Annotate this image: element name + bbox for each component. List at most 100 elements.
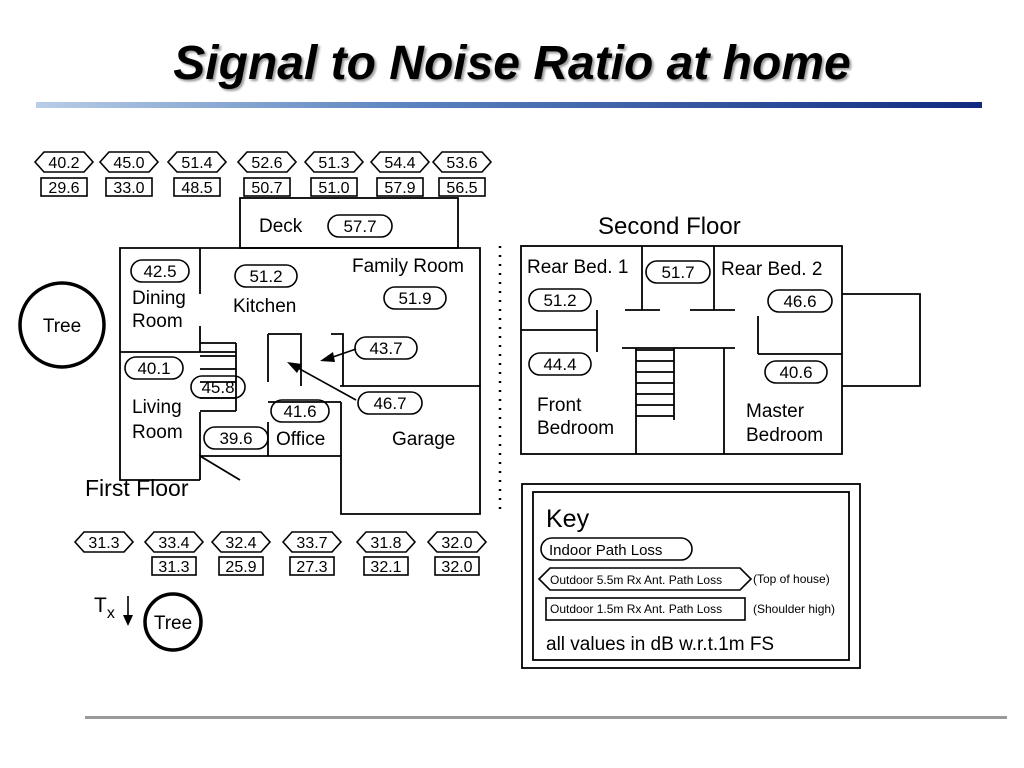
outdoor-shoulder-top-4-shape	[310, 177, 358, 197]
indoor-rear-bed-2: 46.6	[783, 292, 816, 311]
outdoor-shoulder-bottom-4-shape	[363, 556, 409, 576]
indoor-deck: 57.7	[343, 217, 376, 236]
outdoor-roof-bottom-4-shape	[355, 531, 417, 553]
key-title: Key	[546, 505, 590, 533]
outdoor-roof-top-1: 45.0	[113, 155, 144, 172]
indoor-upstairs-hall-shape	[645, 260, 711, 284]
indoor-family-shape	[383, 286, 447, 310]
slide-title: Signal to Noise Ratio at home	[173, 37, 851, 90]
room-master-line2: Bedroom	[746, 425, 823, 446]
outdoor-shoulder-top-2: 48.5	[181, 180, 212, 197]
outdoor-shoulder-top-0-shape	[40, 177, 88, 197]
outdoor-shoulder-top-6: 56.5	[446, 180, 477, 197]
outdoor-roof-top-6-shape	[431, 151, 493, 173]
indoor-deck-shape	[327, 214, 393, 238]
outdoor-roof-top-3: 52.6	[251, 155, 282, 172]
outdoor-shoulder-bottom-4: 32.1	[370, 559, 401, 576]
room-rear-bed-2: Rear Bed. 2	[721, 259, 822, 280]
outdoor-roof-top-5-shape	[369, 151, 431, 173]
outdoor-roof-top-4-shape	[303, 151, 365, 173]
room-living-line1: Living	[132, 397, 182, 418]
outdoor-shoulder-top-0: 29.6	[48, 180, 79, 197]
outdoor-roof-top-5: 54.4	[384, 155, 415, 172]
outdoor-shoulder-top-3: 50.7	[251, 180, 282, 197]
outdoor-shoulder-bottom-3: 27.3	[296, 559, 327, 576]
title-divider	[36, 102, 982, 108]
outdoor-shoulder-bottom-2-shape	[218, 556, 264, 576]
indoor-family: 51.9	[398, 289, 431, 308]
indoor-master-bedroom-shape	[764, 360, 828, 384]
outdoor-shoulder-bottom-5-shape	[434, 556, 480, 576]
indoor-living-b: 45.8	[201, 378, 234, 397]
outdoor-shoulder-top-4: 51.0	[318, 180, 349, 197]
tree-bottom-icon	[143, 592, 203, 652]
second-floor-label: Second Floor	[598, 213, 741, 240]
room-front-line2: Bedroom	[537, 418, 614, 439]
indoor-kitchen: 51.2	[249, 267, 282, 286]
indoor-hall-a: 43.7	[369, 339, 402, 358]
indoor-master-bedroom: 40.6	[779, 363, 812, 382]
room-rear-bed-1: Rear Bed. 1	[527, 257, 628, 278]
outdoor-roof-top-0: 40.2	[48, 155, 79, 172]
room-garage: Garage	[392, 429, 455, 450]
key-indoor-label: Indoor Path Loss	[549, 542, 662, 559]
indoor-hall-a-shape	[354, 336, 418, 360]
key-roof-shape	[537, 567, 753, 591]
key-indoor-shape	[540, 537, 693, 561]
room-office: Office	[276, 429, 325, 450]
indoor-front-bedroom: 44.4	[543, 355, 576, 374]
room-dining-line1: Dining	[132, 288, 186, 309]
key-shoulder-label: Outdoor 1.5m Rx Ant. Path Loss	[550, 602, 722, 616]
outdoor-roof-bottom-2: 32.4	[225, 535, 256, 552]
outdoor-roof-top-3-shape	[236, 151, 298, 173]
outdoor-roof-bottom-3-shape	[281, 531, 343, 553]
key-shoulder-shape	[545, 597, 746, 621]
outdoor-shoulder-bottom-5: 32.0	[441, 559, 472, 576]
room-dining-line2: Room	[132, 311, 183, 332]
indoor-office-b-shape	[203, 426, 269, 450]
outdoor-roof-top-0-shape	[33, 151, 95, 173]
outdoor-roof-bottom-3: 33.7	[296, 535, 327, 552]
key-outer-border	[521, 483, 861, 669]
tree-left-label: Tree	[43, 316, 81, 337]
tree-left-icon	[18, 281, 106, 369]
room-living-line2: Room	[132, 422, 183, 443]
footer-divider	[85, 716, 1007, 719]
outdoor-roof-bottom-1-shape	[143, 531, 205, 553]
outdoor-roof-bottom-5-shape	[426, 531, 488, 553]
outdoor-shoulder-bottom-2: 25.9	[225, 559, 256, 576]
outdoor-roof-top-4: 51.3	[318, 155, 349, 172]
indoor-hall-b: 46.7	[373, 394, 406, 413]
indoor-front-bedroom-shape	[528, 352, 592, 376]
first-floor-walls	[119, 197, 481, 515]
outdoor-roof-bottom-4: 31.8	[370, 535, 401, 552]
indoor-kitchen-shape	[234, 264, 298, 288]
indoor-hall-b-shape	[357, 391, 423, 415]
arrows	[123, 348, 357, 626]
outdoor-roof-bottom-0: 31.3	[88, 535, 119, 552]
outdoor-roof-bottom-5: 32.0	[441, 535, 472, 552]
key-note: all values in dB w.r.t.1m FS	[546, 634, 774, 655]
indoor-dining-shape	[130, 259, 190, 283]
outdoor-shoulder-top-6-shape	[438, 177, 486, 197]
outdoor-shoulder-top-1-shape	[105, 177, 153, 197]
room-front-line1: Front	[537, 395, 582, 416]
indoor-living-b-shape	[190, 375, 246, 399]
outdoor-shoulder-top-5-shape	[376, 177, 424, 197]
first-floor-label: First Floor	[85, 475, 189, 501]
outdoor-roof-bottom-0-shape	[73, 531, 135, 553]
outdoor-roof-top-2: 51.4	[181, 155, 212, 172]
outdoor-roof-top-6: 53.6	[446, 155, 477, 172]
outdoor-shoulder-top-1: 33.0	[113, 180, 144, 197]
outdoor-shoulder-top-5: 57.9	[384, 180, 415, 197]
indoor-upstairs-hall: 51.7	[661, 263, 694, 282]
room-kitchen: Kitchen	[233, 296, 296, 317]
indoor-rear-bed-2-shape	[767, 289, 833, 313]
indoor-office-a-shape	[270, 399, 330, 423]
indoor-rear-bed-1-shape	[528, 288, 592, 312]
indoor-living-a-shape	[124, 356, 184, 380]
room-family: Family Room	[352, 256, 464, 277]
indoor-living-a: 40.1	[137, 359, 170, 378]
room-master-line1: Master	[746, 401, 805, 422]
indoor-office-b: 39.6	[219, 429, 252, 448]
